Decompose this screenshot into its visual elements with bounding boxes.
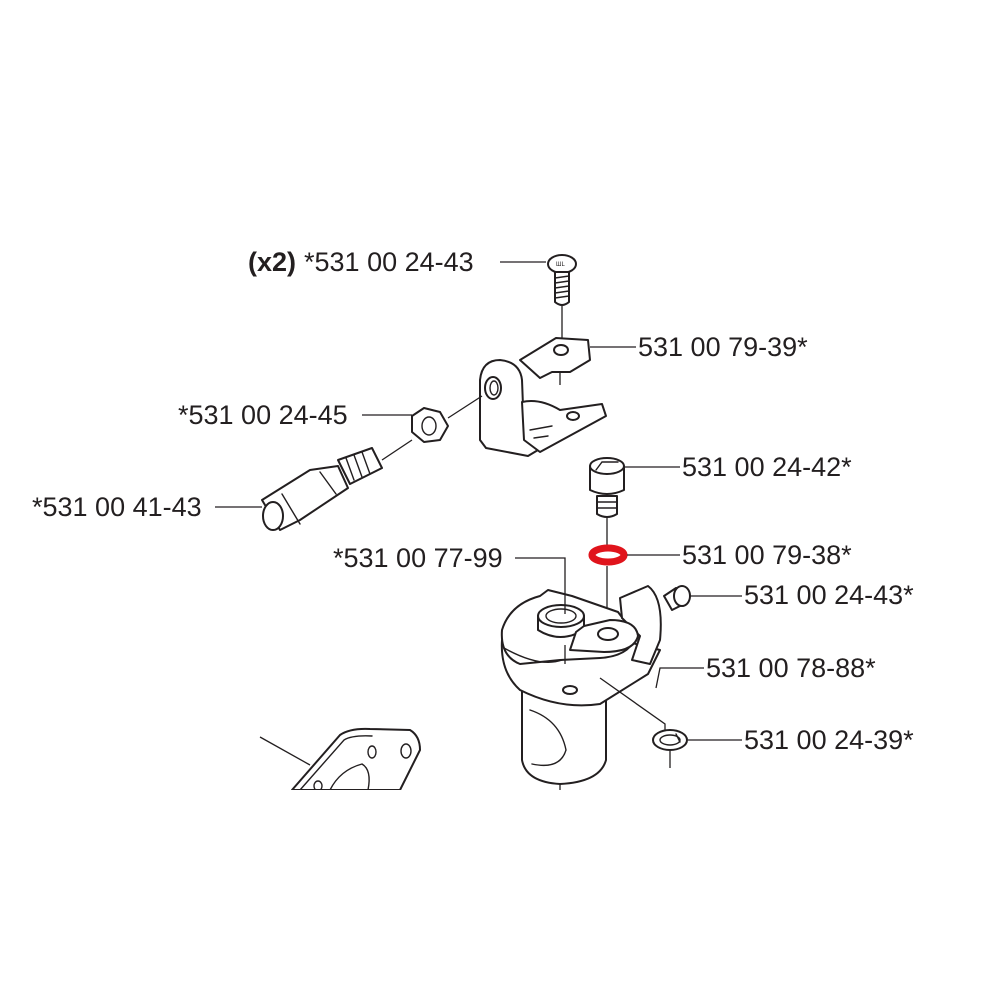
- gasket-fragment-icon: [259, 727, 421, 792]
- part-number: 531 00 24-39*: [744, 725, 914, 755]
- callout-screw-side[interactable]: 531 00 24-43*: [744, 582, 914, 609]
- callout-hex-nut[interactable]: *531 00 24-45: [178, 402, 348, 429]
- part-number: *531 00 41-43: [32, 492, 202, 522]
- part-number: 531 00 78-88*: [706, 653, 876, 683]
- callout-washer-highlighted[interactable]: 531 00 79-38*: [682, 542, 852, 569]
- throttle-housing-icon[interactable]: [500, 557, 704, 795]
- part-number: *531 00 77-99: [333, 543, 503, 573]
- part-number: *531 00 24-45: [178, 400, 348, 430]
- screw-side-icon[interactable]: [663, 585, 742, 611]
- callout-lock-washer[interactable]: 531 00 24-39*: [744, 727, 914, 754]
- callout-throttle-housing[interactable]: 531 00 78-88*: [706, 655, 876, 682]
- screw-top-icon[interactable]: ШL: [500, 254, 577, 345]
- callout-screw-top[interactable]: (x2)*531 00 24-43: [248, 249, 474, 276]
- part-number: 531 00 24-43*: [744, 580, 914, 610]
- hex-nut-icon[interactable]: [362, 395, 483, 443]
- adjuster-bolt-icon[interactable]: [215, 439, 413, 531]
- callout-adjuster-bolt[interactable]: *531 00 41-43: [32, 494, 202, 521]
- slotted-screw-icon[interactable]: [589, 457, 680, 545]
- quantity-label: (x2): [248, 247, 297, 277]
- svg-text:ШL: ШL: [556, 262, 565, 268]
- part-number: *531 00 24-43: [304, 247, 474, 277]
- part-number: 531 00 79-39*: [638, 332, 808, 362]
- callout-slotted-screw[interactable]: 531 00 24-42*: [682, 454, 852, 481]
- bracket-icon[interactable]: [479, 337, 636, 457]
- callout-bracket-plate[interactable]: 531 00 79-39*: [638, 334, 808, 361]
- lock-washer-icon[interactable]: [652, 729, 742, 768]
- callout-bushing[interactable]: *531 00 77-99: [333, 545, 503, 572]
- part-number: 531 00 79-38*: [682, 540, 852, 570]
- part-number: 531 00 24-42*: [682, 452, 852, 482]
